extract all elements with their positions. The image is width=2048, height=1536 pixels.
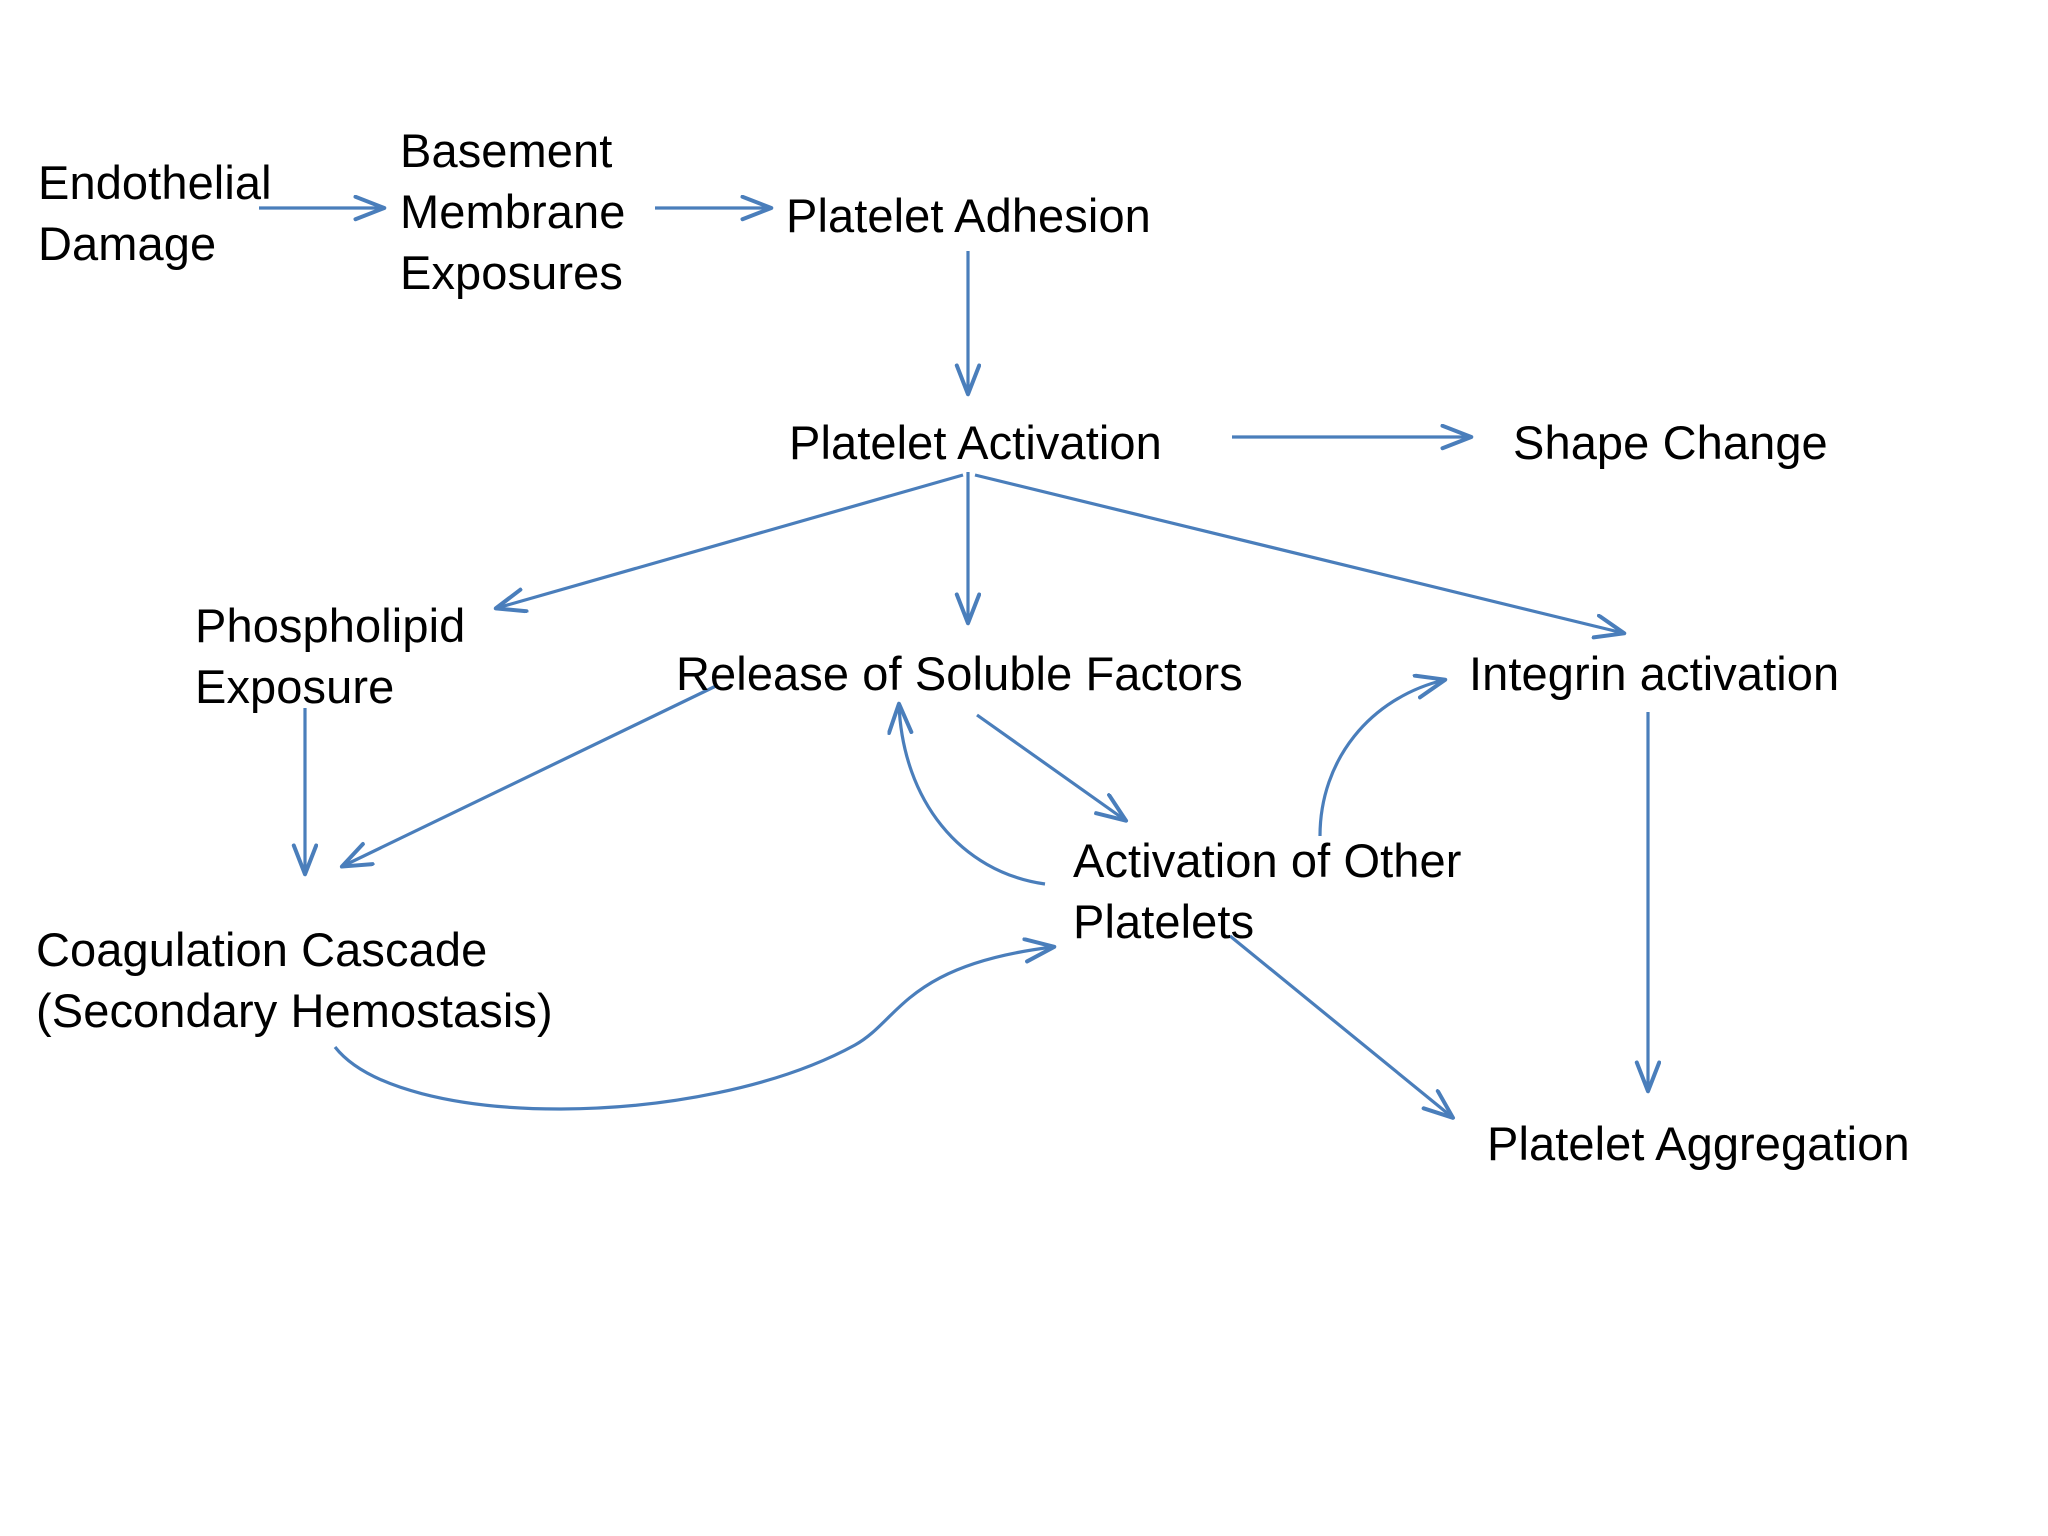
node-basement-membrane: Basement Membrane Exposures: [400, 124, 626, 300]
node-endothelial-damage: Endothelial Damage: [38, 156, 272, 271]
node-activation-of-other-platelets: Activation of Other Platelets: [1073, 834, 1462, 949]
node-phospholipid-exposure: Phospholipid Exposure: [195, 599, 466, 714]
node-integrin-activation: Integrin activation: [1469, 647, 1840, 700]
edge-activation-to-integrin: [974, 473, 1623, 633]
node-release-of-soluble-factors: Release of Soluble Factors: [676, 647, 1243, 700]
edge-release-to-activation-other: [976, 713, 1125, 820]
node-platelet-aggregation: Platelet Aggregation: [1487, 1117, 1910, 1170]
node-shape-change: Shape Change: [1513, 416, 1828, 469]
node-platelet-adhesion: Platelet Adhesion: [786, 189, 1151, 242]
node-platelet-activation: Platelet Activation: [789, 416, 1162, 469]
edge-activation-other-to-aggregation: [1228, 934, 1452, 1117]
node-coagulation-cascade: Coagulation Cascade (Secondary Hemostasi…: [36, 923, 553, 1038]
edge-activation-other-to-integrin: [1318, 680, 1444, 837]
edge-activation-other-to-release: [899, 705, 1046, 886]
edge-activation-to-phospholipid: [497, 473, 964, 608]
